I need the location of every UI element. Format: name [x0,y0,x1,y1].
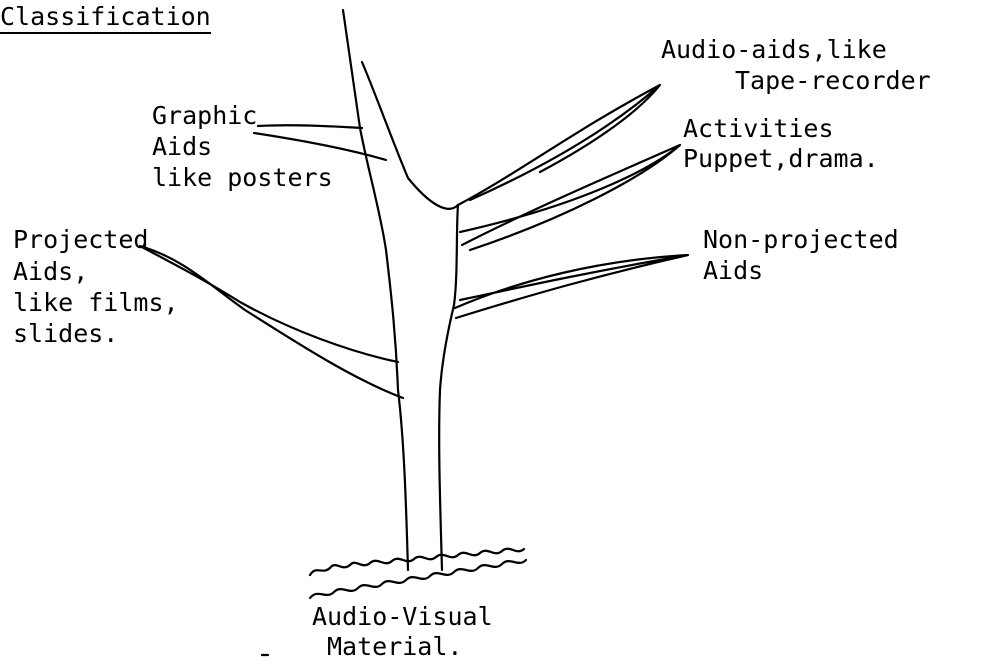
root-squiggle-bottom [310,560,526,598]
branch-projected-aids [140,246,403,398]
branch-activities [460,145,680,250]
label-non-projected-aids-line2: Aids [703,256,763,285]
label-projected-aids-line2: Aids, [13,257,88,286]
label-audio-aids-line2: Tape-recorder [735,66,931,95]
root-squiggle-top [310,549,524,575]
label-projected-aids-line1: Projected [13,225,148,254]
label-root-line1: Audio-Visual [312,602,493,631]
label-graphic-aids-line1: Graphic [152,101,257,130]
branch-graphic-aids [254,125,386,160]
label-graphic-aids-line2: Aids [152,132,212,161]
label-root-line2: Material. [327,632,462,661]
label-graphic-aids-line3: like posters [152,163,333,192]
label-projected-aids-line3: like films, [13,288,179,317]
trunk-right-edge [362,62,458,570]
label-activities-line1: Activities [683,114,834,143]
label-audio-aids-line1: Audio-aids,like [661,35,887,64]
branch-non-projected-aids [455,255,688,318]
branch-audio-aids [458,85,660,205]
diagram-heading: Classification [0,2,211,34]
label-non-projected-aids-line1: Non-projected [703,225,899,254]
label-projected-aids-line4: slides. [13,319,118,348]
label-activities-line2: Puppet,drama. [683,144,879,173]
